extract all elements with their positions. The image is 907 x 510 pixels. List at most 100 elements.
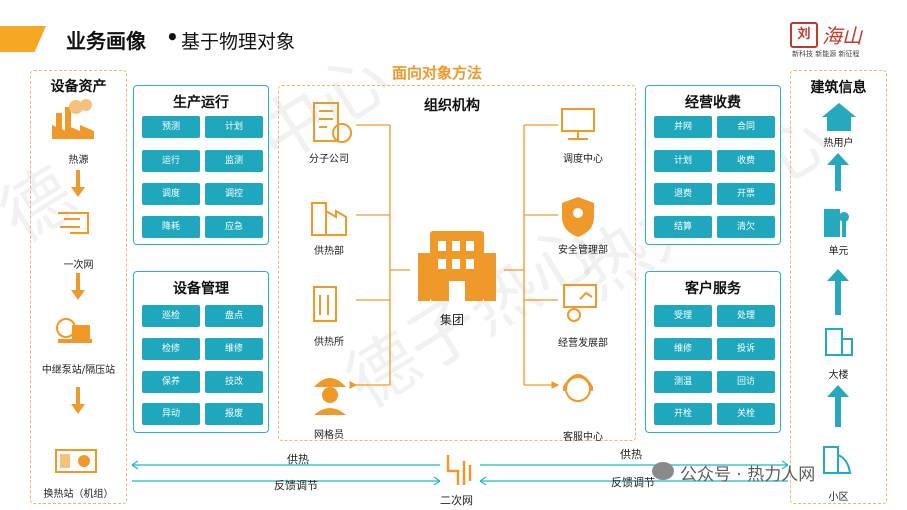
business-chip[interactable]: 开票	[717, 183, 775, 205]
org-node-safety: 安全管理部	[558, 245, 608, 256]
customer-chip[interactable]: 开栓	[654, 403, 712, 425]
secondary-pipe-icon	[446, 455, 472, 485]
equipment-assets-flow	[52, 99, 97, 473]
org-node-subsidiary: 分子公司	[309, 154, 349, 165]
building-item-heat-user: 热用户	[823, 138, 854, 149]
customer-service-panel-title: 客户服务	[685, 281, 741, 297]
org-node-heating-dept: 供热部	[314, 246, 344, 257]
business-panel: 经营收费 并网 合同 计划 收费 退费 开票 结算 清欠	[645, 85, 781, 245]
equipment-panel-title: 设备管理	[173, 281, 229, 297]
asset-item-heat-source: 热源	[68, 155, 89, 166]
title-accent-bar	[0, 26, 46, 52]
org-node-group-hub: 集团	[439, 313, 464, 327]
business-chip[interactable]: 结算	[654, 216, 712, 238]
customer-chip[interactable]: 受理	[654, 305, 712, 327]
building-info-flow	[822, 103, 856, 474]
business-panel-title: 经营收费	[685, 95, 741, 111]
heating-office-icon	[313, 286, 337, 322]
title-separator: •	[166, 25, 179, 49]
production-panel-title: 生产运行	[173, 95, 229, 111]
org-node-customer-service: 客服中心	[563, 432, 603, 443]
business-chip[interactable]: 清欠	[717, 216, 775, 238]
customer-service-center-icon	[563, 374, 593, 402]
heating-department-icon	[311, 202, 347, 236]
down-arrow-icon	[71, 387, 85, 414]
production-chip[interactable]: 监测	[205, 150, 263, 172]
group-headquarters-icon	[418, 231, 496, 301]
logo-mark: 刘	[790, 22, 818, 48]
up-arrow-icon	[827, 269, 849, 315]
org-node-heating-office: 供热所	[314, 337, 344, 348]
equipment-chip[interactable]: 维修	[205, 338, 263, 360]
wechat-logo-icon	[652, 462, 674, 480]
customer-chip[interactable]: 回访	[717, 371, 775, 393]
equipment-chip[interactable]: 技改	[205, 371, 263, 393]
equipment-chip[interactable]: 保养	[142, 371, 200, 393]
production-chip[interactable]: 运行	[142, 150, 200, 172]
org-chart-diagram	[311, 102, 597, 415]
org-node-business-dev: 经营发展部	[558, 338, 608, 349]
heat-exchanger-icon	[55, 449, 97, 473]
production-chip[interactable]: 调度	[142, 183, 200, 205]
equipment-chip[interactable]: 巡检	[142, 305, 200, 327]
grid-worker-icon	[314, 378, 346, 415]
business-chip[interactable]: 退费	[654, 183, 712, 205]
org-structure-area	[278, 85, 636, 441]
safety-department-icon	[562, 197, 594, 237]
equipment-panel: 设备管理 巡检 盘点 检修 维修 保养 技改 异动 报废	[133, 271, 269, 433]
supply-left-label: 供热	[287, 453, 309, 466]
customer-chip[interactable]: 测温	[654, 371, 712, 393]
pipeline-icon	[58, 212, 89, 234]
unit-building-icon	[824, 209, 849, 237]
business-development-icon	[563, 284, 597, 322]
down-arrow-icon	[71, 170, 85, 197]
production-chip[interactable]: 计划	[205, 116, 263, 138]
equipment-assets-title: 设备资产	[50, 79, 107, 95]
tower-building-icon	[825, 328, 853, 356]
org-node-dispatch: 调度中心	[563, 154, 603, 165]
equipment-chip[interactable]: 异动	[142, 403, 200, 425]
logo-tagline: 新科技 新能源 新征程	[792, 50, 860, 58]
production-panel: 生产运行 预测 计划 运行 监测 调度 调控 降耗 应急	[133, 85, 269, 245]
logo-script: 海山	[822, 24, 862, 48]
building-info-column	[790, 70, 887, 504]
page-subtitle: 基于物理对象	[181, 31, 296, 53]
business-chip[interactable]: 收费	[717, 150, 775, 172]
secondary-network-label: 二次网	[440, 494, 473, 507]
pump-station-icon	[56, 318, 92, 343]
customer-chip[interactable]: 处理	[717, 305, 775, 327]
feedback-right-label: 反馈调节	[611, 476, 655, 489]
customer-chip[interactable]: 维修	[654, 338, 712, 360]
production-chip[interactable]: 预测	[142, 116, 200, 138]
production-chip[interactable]: 应急	[205, 216, 263, 238]
page-title: 业务画像	[66, 29, 146, 53]
up-arrow-icon	[827, 153, 849, 191]
method-title: 面向对象方法	[392, 64, 483, 82]
production-chip[interactable]: 降耗	[142, 216, 200, 238]
equipment-assets-column	[30, 70, 127, 504]
supply-right-label: 供热	[620, 448, 642, 461]
down-arrow-icon	[71, 273, 85, 300]
building-info-title: 建筑信息	[810, 80, 867, 96]
building-item-tower: 大楼	[828, 370, 849, 381]
equipment-chip[interactable]: 检修	[142, 338, 200, 360]
business-chip[interactable]: 并网	[654, 116, 712, 138]
business-chip[interactable]: 计划	[654, 150, 712, 172]
equipment-chip[interactable]: 盘点	[205, 305, 263, 327]
company-logo: 刘 海山 新科技 新能源 新征程	[790, 22, 898, 58]
customer-chip[interactable]: 投诉	[717, 338, 775, 360]
factory-icon	[52, 99, 94, 139]
house-icon	[822, 103, 856, 131]
equipment-chip[interactable]: 报废	[205, 403, 263, 425]
org-structure-title: 组织机构	[424, 98, 480, 114]
asset-item-pump-station: 中继泵站/隔压站	[41, 365, 116, 376]
subsidiary-building-icon	[313, 102, 352, 143]
business-chip[interactable]: 合同	[717, 116, 775, 138]
footer-watermark: 公众号 · 热力人网	[680, 465, 816, 485]
production-chip[interactable]: 调控	[205, 183, 263, 205]
customer-chip[interactable]: 关栓	[717, 403, 775, 425]
secondary-network-flows	[131, 455, 789, 486]
building-item-community: 小区	[828, 492, 849, 503]
dispatch-center-icon	[561, 108, 595, 140]
asset-item-primary-net: 一次网	[63, 260, 94, 271]
